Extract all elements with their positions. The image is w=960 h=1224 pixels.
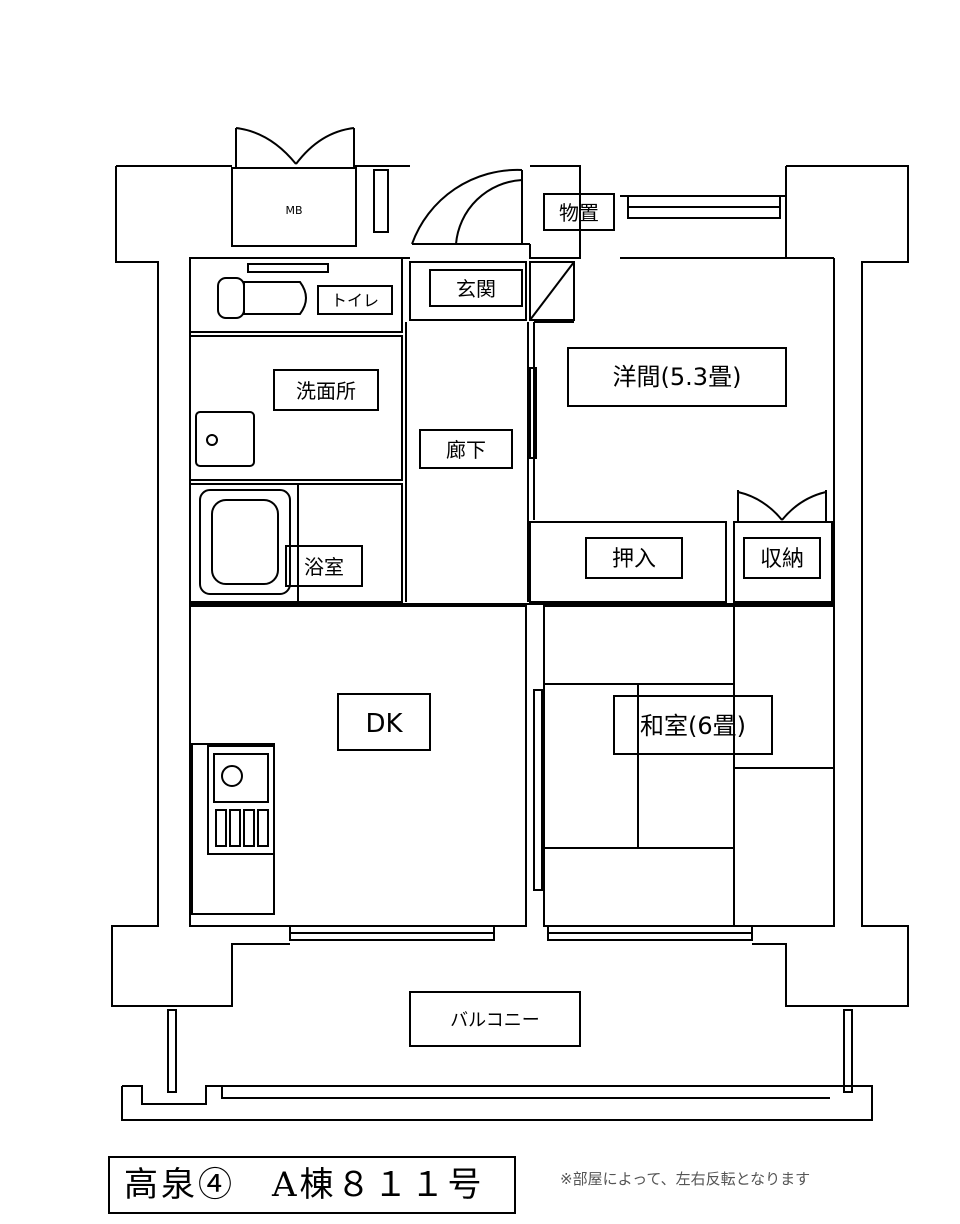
bathroom-room [189,483,403,603]
property-title: 高泉④ A棟８１１号 [108,1156,516,1214]
label-mb: MB [285,204,302,217]
mb-unit [231,127,389,247]
window-bottom-left [289,925,495,941]
window-bottom-right [547,925,753,941]
kitchen-counter [191,743,275,915]
window-top [627,195,781,219]
label-hallway: 廊下 [446,438,486,462]
label-western-room: 洋間(5.3畳) [613,363,742,391]
label-entrance: 玄関 [456,277,496,301]
label-washroom: 洗面所 [296,379,356,403]
label-boxes [273,269,821,1047]
oshiire-closet [529,521,727,603]
label-closet-storage: 収納 [760,547,804,572]
label-dk: DK [365,709,403,739]
label-balcony: バルコニー [450,1010,540,1031]
orientation-note: ※部屋によって、左右反転となります [560,1170,811,1188]
floor-plan: MB 物置 玄関 トイレ 洋間(5.3畳) 洗面所 廊下 押入 収納 浴室 DK… [111,127,909,1121]
sliding-door [533,689,543,891]
label-toilet: トイレ [331,291,379,310]
label-japanese-room: 和室(6畳) [640,712,746,740]
entrance-door [411,168,530,245]
western-room-door [529,367,537,459]
shoe-closet [529,261,575,321]
washroom-room [189,335,403,481]
label-storage-closet: 物置 [559,201,599,225]
storage-closet-box [543,193,615,231]
toilet-room [189,257,403,333]
bathtub [199,489,291,595]
dk-room [189,605,527,927]
outer-wall [111,165,909,1007]
japanese-room [543,605,835,927]
storage-closet [733,521,833,603]
washbasin [195,411,255,467]
tatami-mats [544,606,834,926]
closet-door [737,490,827,522]
toilet-fixture [217,263,329,319]
label-bathroom: 浴室 [304,555,344,579]
entrance-floor [409,261,527,321]
balcony-railing [121,1009,873,1121]
label-closet-oshiire: 押入 [612,547,656,572]
